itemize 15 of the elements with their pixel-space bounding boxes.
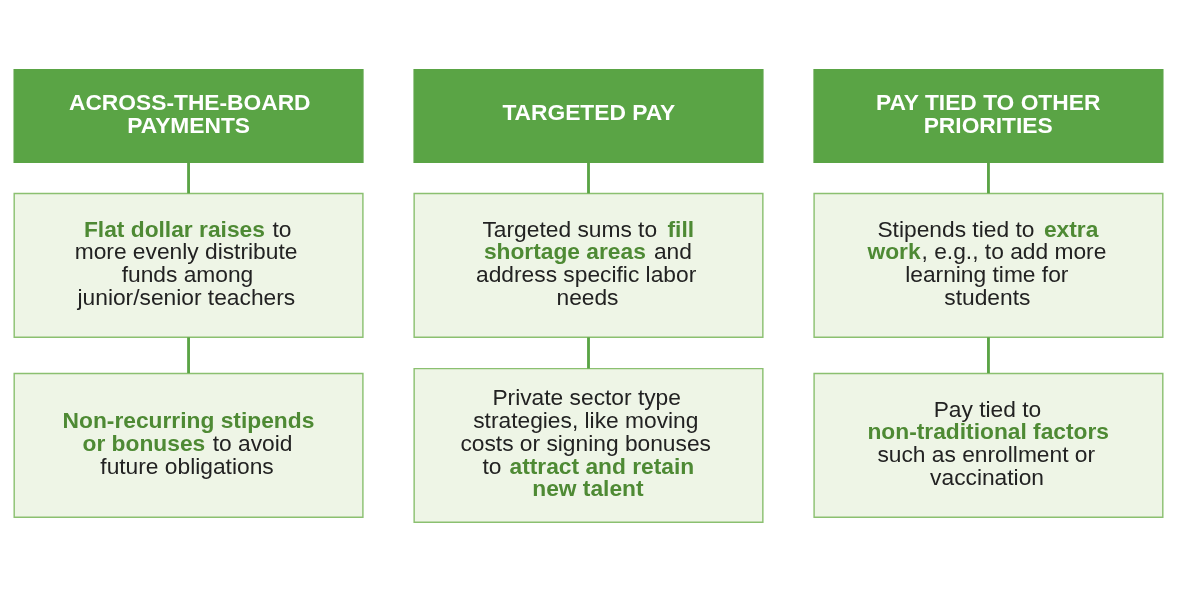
node-box: Flat dollar raises to more evenly distribute funds among junior/senior teachers — [13, 192, 364, 338]
node-box: Targeted sums to fill shortage areas and address specific labor needs — [413, 192, 764, 338]
connector — [987, 162, 990, 193]
node-box: ACROSS-THE-BOARD PAYMENTS — [13, 68, 364, 163]
node-box: TARGETED PAY — [413, 68, 764, 163]
connector — [587, 162, 590, 193]
node-box: Stipends tied to extra work, e.g., to add more learning time for students — [813, 192, 1164, 338]
connector — [987, 336, 990, 373]
node-box: Non-recurring stipends or bonuses to avoid future obligations — [13, 372, 364, 518]
node-box: Pay tied to non-traditional factors such as enrollment or vaccination — [813, 372, 1164, 518]
connector — [187, 336, 190, 373]
connector — [187, 162, 190, 193]
node-box: Private sector type strategies, like moving costs or signing bonuses to attract and retain new talent — [413, 367, 764, 523]
node-box: PAY TIED TO OTHER PRIORITIES — [813, 68, 1164, 163]
connector — [587, 336, 590, 368]
